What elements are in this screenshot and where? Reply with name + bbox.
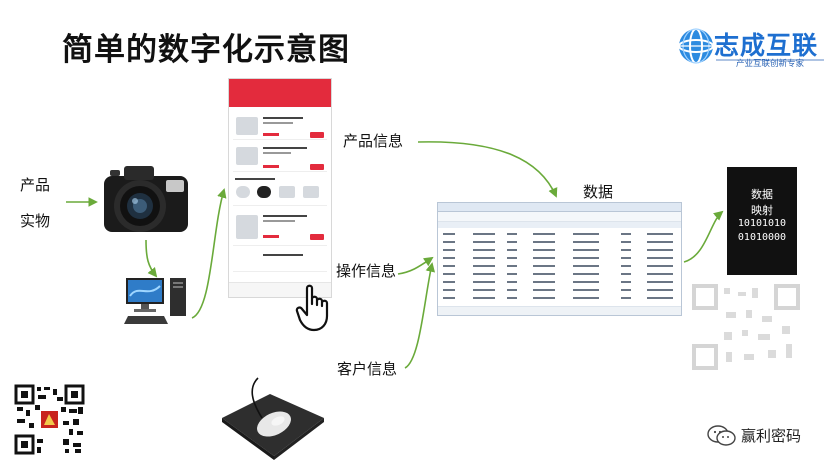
label-data: 数据 [583, 183, 614, 201]
logo-slogan: 产业互联创新专家 [736, 59, 805, 69]
data-mapping-box: 数据 映射 10101010 01010000 [727, 167, 797, 275]
mobile-app-screenshot [228, 78, 332, 298]
arrow-customer-info-to-table [404, 262, 436, 369]
label-product-line1: 产品 [20, 176, 51, 194]
arrow-computer-to-phone [191, 188, 227, 319]
qr-code-image [13, 383, 86, 456]
wechat-account-name: 赢利密码 [741, 427, 802, 445]
faded-qr-code-image [690, 282, 802, 372]
arrow-product-info-to-table [417, 141, 558, 198]
arrow-table-to-chip [683, 210, 724, 263]
hand-pointer-icon [295, 284, 329, 332]
camera-icon [104, 166, 188, 232]
label-product-line2: 实物 [20, 212, 51, 230]
label-product-info: 产品信息 [343, 132, 404, 150]
arrow-operation-info-to-table [397, 256, 434, 275]
arrow-camera-to-computer [145, 239, 158, 278]
data-table-screenshot [437, 202, 682, 316]
label-customer-info: 客户信息 [337, 360, 398, 378]
chip-line-4: 01010000 [737, 232, 787, 243]
logo-name: 志成互联 [714, 31, 819, 60]
logo-globe-icon [678, 28, 714, 64]
chip-line-2: 映射 [751, 204, 773, 217]
page-title: 简单的数字化示意图 [62, 32, 350, 68]
chip-line-3: 10101010 [737, 218, 787, 229]
chip-line-1: 数据 [751, 188, 773, 201]
company-logo [678, 28, 824, 64]
label-operation-info: 操作信息 [336, 262, 397, 280]
mouse-icon [222, 377, 324, 460]
wechat-icon [707, 425, 736, 446]
computer-icon [124, 278, 186, 324]
